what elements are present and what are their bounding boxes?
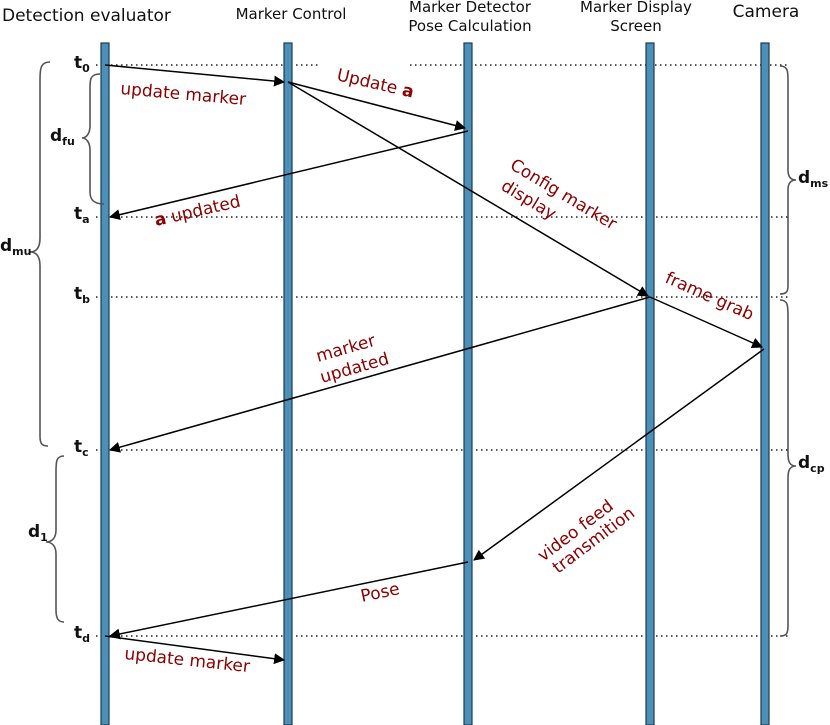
arrow-update-marker-1 <box>104 64 286 87</box>
time-label-td: td <box>74 623 90 645</box>
time-label-tb: tb <box>74 284 90 306</box>
duration-label-dcp: dcp <box>798 453 825 475</box>
brace-dcp <box>779 299 797 637</box>
arrow-a-updated <box>108 130 469 221</box>
arrow-config-marker-display <box>287 81 649 297</box>
arrow-video-feed <box>473 348 765 561</box>
label-update-marker-1: update marker <box>120 79 247 110</box>
header-detection-evaluator: Detection evaluator <box>2 6 171 26</box>
label-a-updated: a updated <box>153 192 243 231</box>
header-marker-display-line2: Screen <box>610 17 662 35</box>
lifeline-camera <box>760 42 770 725</box>
duration-label-dfu: dfu <box>50 126 75 148</box>
header-marker-detector-line2: Pose Calculation <box>408 17 531 35</box>
arrow-pose <box>108 561 469 640</box>
lifeline-marker-display <box>645 42 655 725</box>
lifeline-detection-evaluator <box>100 42 110 725</box>
duration-label-dmu: dmu <box>0 236 31 258</box>
brace-dmu <box>29 61 51 447</box>
duration-label-d1: d1 <box>28 522 48 544</box>
lifeline-marker-control <box>283 42 293 725</box>
duration-label-dms: dms <box>798 168 829 190</box>
time-label-tc: tc <box>74 437 89 459</box>
header-marker-display-line1: Marker Display <box>580 0 692 16</box>
header-camera: Camera <box>733 2 800 22</box>
lifeline-marker-detector <box>463 42 473 725</box>
label-update-marker-2: update marker <box>123 644 250 677</box>
header-marker-detector-line1: Marker Detector <box>409 0 532 16</box>
header-marker-control: Marker Control <box>236 5 347 23</box>
arrow-frame-grab <box>649 296 764 348</box>
arrow-update-a <box>287 81 467 131</box>
brace-dms <box>779 65 797 295</box>
arrow-update-marker-2 <box>104 635 286 665</box>
arrow-marker-updated <box>108 296 651 453</box>
brace-dfu <box>81 73 105 205</box>
brace-d1 <box>45 455 65 623</box>
time-label-ta: ta <box>74 204 90 226</box>
time-label-t0: t0 <box>74 53 90 75</box>
